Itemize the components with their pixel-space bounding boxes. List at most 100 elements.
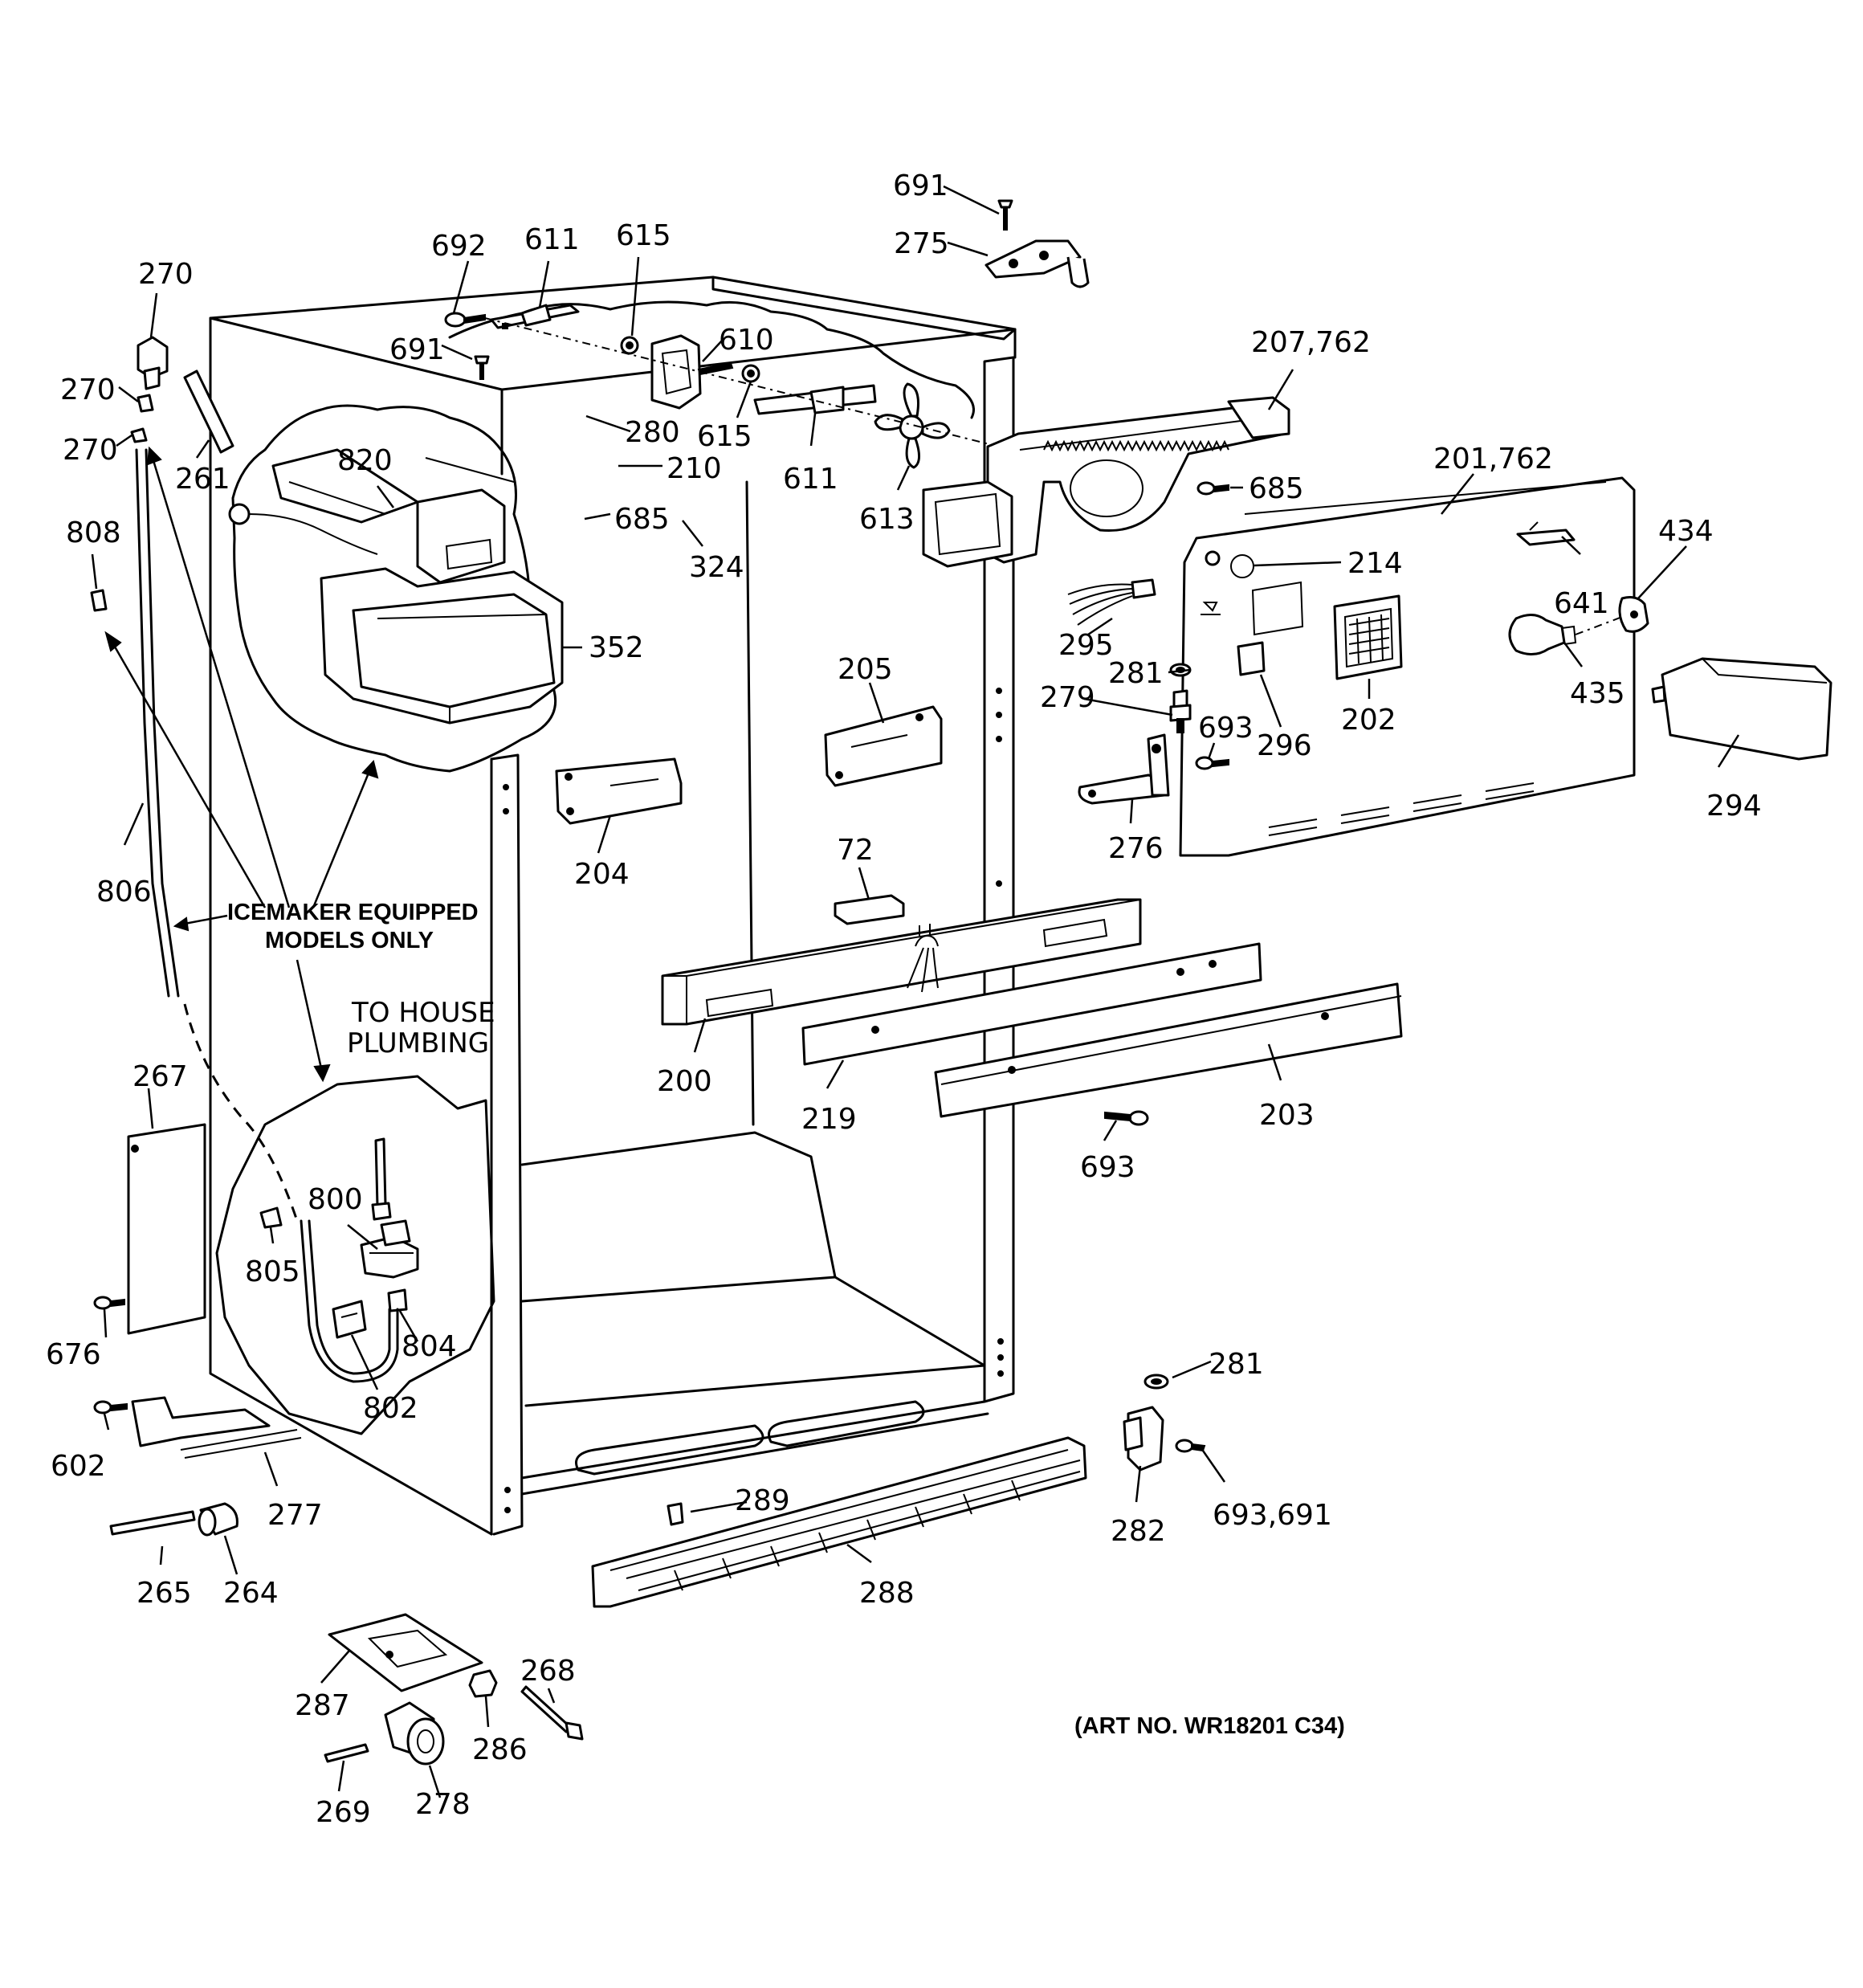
fan-blade-613	[874, 382, 951, 469]
label-280: 280	[625, 416, 680, 449]
bracket-802	[332, 1300, 367, 1339]
label-435: 435	[1570, 677, 1625, 710]
label-287: 287	[295, 1689, 350, 1722]
notes: ICEMAKER EQUIPPED MODELS ONLY TO HOUSE P…	[227, 900, 1345, 1739]
thermostat-72	[834, 894, 905, 925]
label-203: 203	[1259, 1099, 1315, 1132]
control-panel-201	[1179, 476, 1636, 857]
label-267: 267	[132, 1060, 188, 1093]
fill-tube-806	[135, 448, 170, 998]
label-641: 641	[1554, 587, 1609, 620]
label-804: 804	[402, 1330, 457, 1363]
top-hinge-275	[984, 239, 1090, 288]
label-295: 295	[1058, 629, 1114, 662]
nut-804	[387, 1288, 408, 1312]
cabinet	[209, 276, 1017, 1536]
panel-267	[127, 1123, 206, 1335]
label-275: 275	[894, 227, 949, 260]
label-281-low: 281	[1209, 1348, 1264, 1381]
bracket-611-top	[490, 304, 580, 329]
label-692: 692	[431, 230, 487, 263]
label-296: 296	[1257, 729, 1312, 762]
fan-motor-610	[650, 334, 734, 410]
icemaker-820	[228, 448, 515, 584]
screw-693-panel	[1195, 756, 1229, 770]
label-615-low: 615	[697, 420, 752, 453]
screw-692	[444, 312, 486, 328]
plumbing-cutaway-outline	[215, 1075, 495, 1435]
label-611-top: 611	[524, 223, 580, 256]
screw-685-right	[1196, 481, 1229, 496]
label-278: 278	[415, 1788, 471, 1821]
screw-693-691	[1175, 1439, 1206, 1453]
label-802: 802	[363, 1392, 418, 1425]
label-279: 279	[1040, 681, 1095, 714]
note-icemaker-line2: MODELS ONLY	[265, 928, 434, 953]
label-207-762: 207,762	[1251, 326, 1371, 359]
bracket-282	[1123, 1406, 1164, 1472]
clip-289	[667, 1502, 684, 1526]
label-691-top: 691	[893, 169, 948, 202]
socket-434	[1618, 596, 1649, 633]
label-324: 324	[689, 551, 744, 584]
label-281-top: 281	[1108, 657, 1164, 690]
light-bar-200	[661, 898, 1142, 1026]
label-219: 219	[801, 1103, 857, 1136]
shoulder-screw-279	[1169, 689, 1192, 733]
label-808: 808	[66, 516, 121, 549]
note-house-line2: PLUMBING	[347, 1027, 489, 1059]
label-270-low: 270	[63, 434, 118, 467]
trim-219	[801, 942, 1262, 1066]
bracket-204	[555, 757, 683, 825]
nut-270-mid	[137, 394, 154, 413]
trim-203	[934, 982, 1403, 1118]
label-204: 204	[574, 858, 630, 891]
pin-269	[324, 1743, 369, 1763]
pin-265	[109, 1510, 196, 1536]
label-276: 276	[1108, 832, 1164, 865]
label-269: 269	[316, 1796, 371, 1829]
label-270-mid: 270	[60, 374, 116, 406]
screw-693-low	[1104, 1110, 1149, 1126]
label-289: 289	[735, 1484, 790, 1517]
label-693-691: 693,691	[1213, 1499, 1332, 1532]
water-valve-800	[360, 1219, 419, 1279]
clip-270-low	[130, 427, 148, 443]
label-201-762: 201,762	[1433, 443, 1553, 476]
label-685-right: 685	[1249, 472, 1304, 505]
bracket-205	[824, 705, 943, 787]
label-691-mid: 691	[389, 333, 445, 366]
label-277: 277	[267, 1499, 323, 1532]
supply-line-to-house	[371, 1137, 392, 1221]
ice-bucket-352	[320, 567, 564, 725]
label-615-top: 615	[616, 219, 671, 252]
roller-264	[198, 1502, 238, 1537]
screw-691-top	[997, 199, 1013, 231]
hinge-276	[1078, 733, 1170, 805]
label-611-low: 611	[783, 463, 838, 496]
wire-harness-295	[1067, 578, 1156, 626]
label-602: 602	[51, 1450, 106, 1483]
switch-296	[1237, 641, 1266, 676]
label-434: 434	[1658, 515, 1714, 548]
caster-wheel-278	[384, 1701, 445, 1766]
grommet-615	[620, 336, 760, 383]
bulb-435	[1508, 614, 1577, 655]
light-shield-294	[1651, 657, 1832, 761]
grommet-808	[90, 589, 108, 612]
label-72: 72	[837, 834, 874, 867]
label-676: 676	[46, 1338, 101, 1371]
label-693-panel: 693	[1198, 712, 1254, 745]
label-264: 264	[223, 1577, 279, 1610]
light-bar-wires	[907, 947, 939, 993]
evaporator-cover-207	[922, 396, 1290, 568]
label-270-top: 270	[138, 258, 194, 291]
note-icemaker-line1: ICEMAKER EQUIPPED	[227, 900, 479, 925]
label-805: 805	[245, 1255, 300, 1288]
label-288: 288	[859, 1577, 915, 1610]
label-265: 265	[137, 1577, 192, 1610]
label-268: 268	[520, 1655, 576, 1688]
label-210: 210	[667, 452, 722, 485]
label-693-low: 693	[1080, 1151, 1135, 1184]
